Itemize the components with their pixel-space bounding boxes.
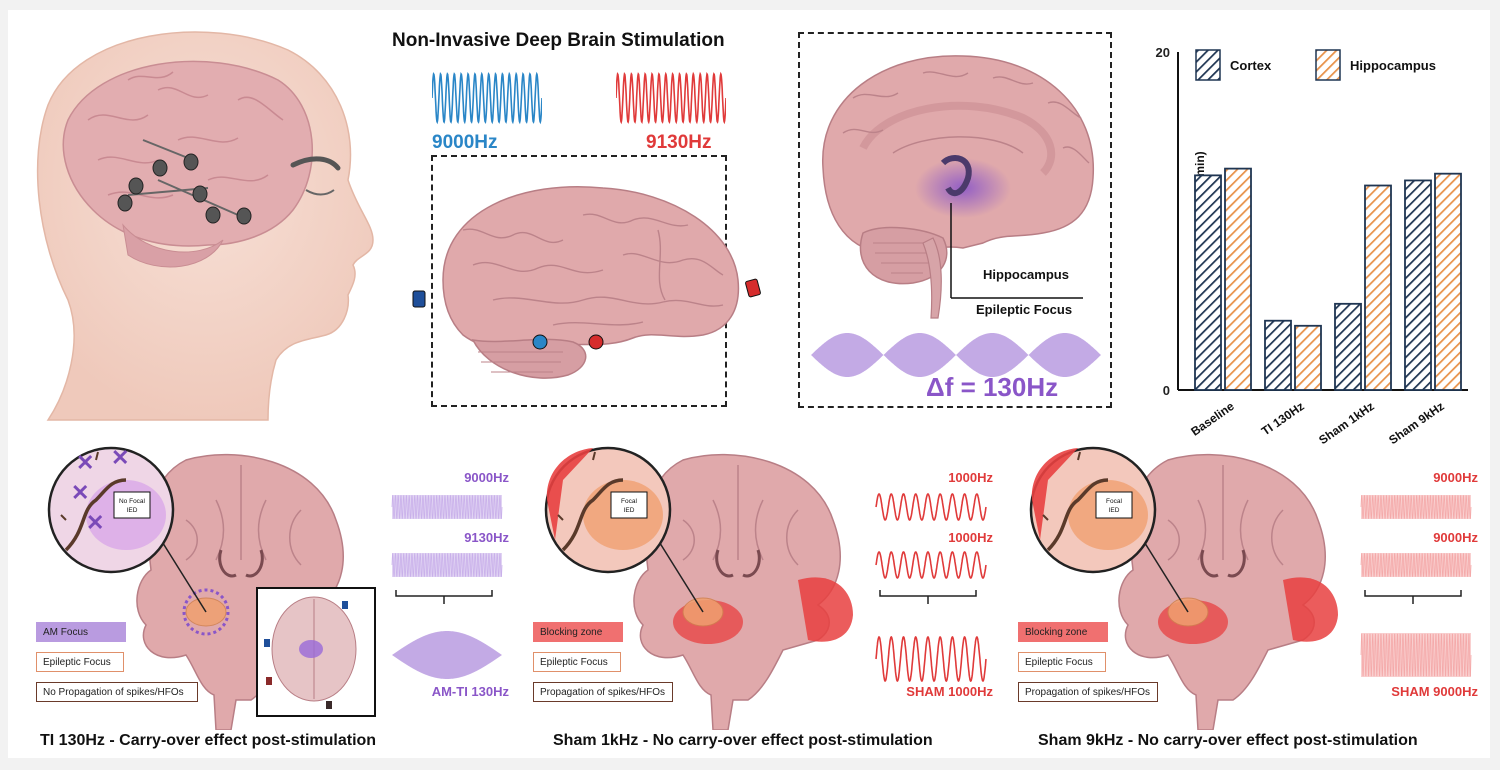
- freq-label-9130: 9130Hz: [646, 132, 712, 153]
- wave-freq-2: 1000Hz: [948, 530, 993, 545]
- legend-item: Propagation of spikes/HFOs: [1018, 682, 1158, 702]
- legend-swatch-hippocampus: [1315, 49, 1341, 81]
- block-x-icon: ✕: [76, 450, 94, 475]
- bar-cortex-2: [1334, 302, 1362, 391]
- inset-label: Focal: [1106, 498, 1122, 505]
- top-view-brain-inset: [256, 587, 376, 717]
- panel-caption: TI 130Hz - Carry-over effect post-stimul…: [40, 732, 377, 749]
- legend-item: Blocking zone: [1018, 622, 1108, 642]
- brain-lateral-view: [412, 186, 761, 379]
- head-illustration: [36, 31, 374, 421]
- inset-label: Focal: [621, 498, 637, 505]
- wave-column: [391, 495, 503, 679]
- block-x-icon: ✕: [71, 480, 89, 505]
- legend-label-cortex: Cortex: [1230, 58, 1272, 73]
- wave-freq-2: 9130Hz: [464, 530, 509, 545]
- x-tick-label: Baseline: [1188, 399, 1237, 439]
- sine-wave-red: [616, 71, 726, 125]
- bar-hippocampus-0: [1224, 167, 1252, 391]
- legend-item: Epileptic Focus: [36, 652, 124, 672]
- panel-caption: Sham 1kHz - No carry-over effect post-st…: [553, 732, 933, 749]
- sagittal-dashed-frame: [798, 32, 1112, 408]
- legend-item: No Propagation of spikes/HFOs: [36, 682, 198, 702]
- legend-item: Blocking zone: [533, 622, 623, 642]
- bar-hippocampus-3: [1434, 172, 1462, 391]
- x-tick-label: TI 130Hz: [1259, 399, 1307, 438]
- panel-caption: Sham 9kHz - No carry-over effect post-st…: [1038, 732, 1418, 749]
- inset-label: No Focal: [119, 498, 146, 505]
- y-tick-label: 20: [1156, 45, 1170, 60]
- bar-hippocampus-1: [1294, 324, 1322, 391]
- legend-swatch-cortex: [1195, 49, 1221, 81]
- delta-f-label: Δf = 130Hz: [926, 372, 1059, 402]
- wave-column: [1360, 495, 1472, 677]
- wave-freq-1: 1000Hz: [948, 470, 993, 485]
- inset-label-2: IED: [127, 507, 138, 514]
- block-x-icon: ✕: [111, 445, 129, 470]
- hippocampus-label: Hippocampus: [983, 267, 1069, 282]
- block-x-icon: ✕: [86, 510, 104, 535]
- inset-label-2: IED: [624, 507, 635, 514]
- wave-result-label: SHAM 9000Hz: [1391, 684, 1478, 699]
- wave-freq-1: 9000Hz: [1433, 470, 1478, 485]
- wave-freq-1: 9000Hz: [464, 470, 509, 485]
- legend-item: Epileptic Focus: [533, 652, 621, 672]
- wave-freq-2: 9000Hz: [1433, 530, 1478, 545]
- wave-result-label: AM-TI 130Hz: [431, 684, 509, 699]
- legend-item: AM Focus: [36, 622, 126, 642]
- y-tick-label: 0: [1163, 383, 1170, 398]
- legend-item: Epileptic Focus: [1018, 652, 1106, 672]
- legend-item: Propagation of spikes/HFOs: [533, 682, 673, 702]
- diagram-title: Non-Invasive Deep Brain Stimulation: [392, 30, 725, 51]
- bar-hippocampus-2: [1364, 184, 1392, 391]
- bar-cortex-3: [1404, 179, 1432, 391]
- bar-cortex-0: [1194, 174, 1222, 391]
- sine-wave-blue: [432, 71, 542, 125]
- wave-result-label: SHAM 1000Hz: [906, 684, 993, 699]
- epileptic-focus-label: Epileptic Focus: [976, 302, 1073, 317]
- legend-label-hippocampus: Hippocampus: [1350, 58, 1436, 73]
- brain-sagittal-view: [811, 55, 1101, 377]
- figure-frame: Non-Invasive Deep Brain Stimulation 9000…: [8, 10, 1490, 758]
- freq-label-9000: 9000Hz: [432, 132, 498, 153]
- wave-column: [875, 493, 987, 683]
- bar-cortex-1: [1264, 319, 1292, 391]
- inset-label-2: IED: [1109, 507, 1120, 514]
